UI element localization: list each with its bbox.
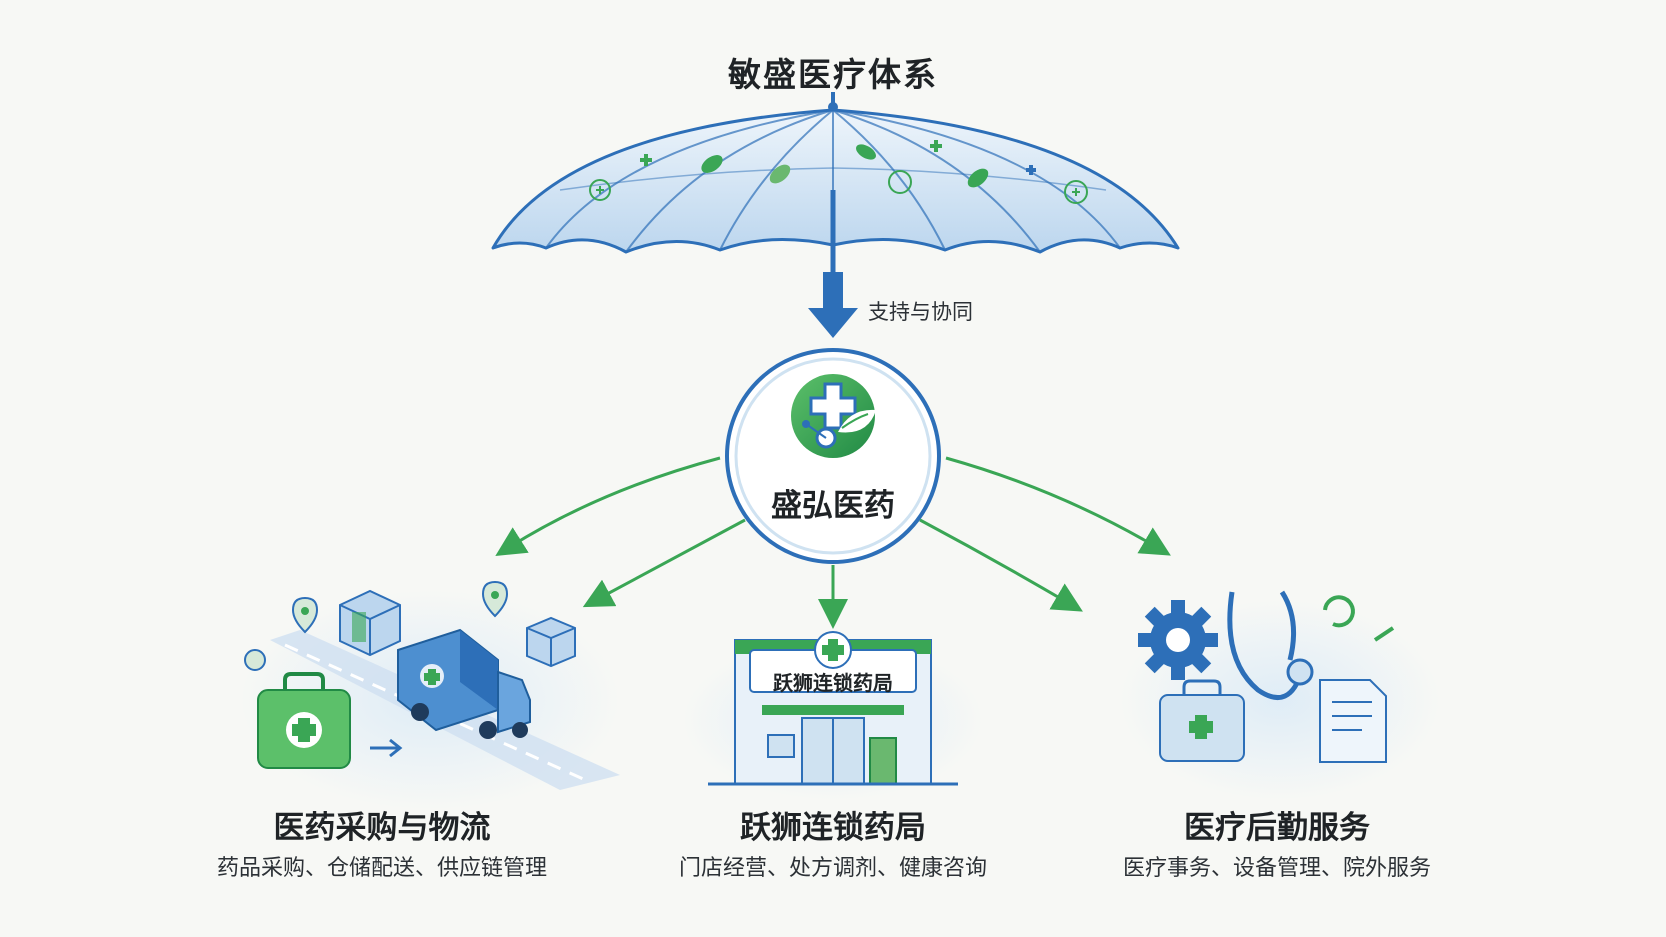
- center-node: [725, 348, 941, 564]
- pharmacy-sign-label: 跃狮连锁药局: [773, 671, 893, 695]
- support-arrow: [808, 272, 858, 338]
- system-title: 敏盛医疗体系: [728, 55, 938, 94]
- branch-title-logistics: 医药采购与物流: [273, 810, 491, 846]
- center-node-label: 盛弘医药: [771, 488, 895, 524]
- pharmacy-storefront-illustration-icon: [683, 631, 983, 800]
- branch-title-services: 医疗后勤服务: [1184, 810, 1370, 846]
- support-label: 支持与协同: [868, 300, 973, 324]
- branch-title-pharmacy: 跃狮连锁药局: [740, 810, 926, 846]
- branch-subtitle-services: 医疗事务、设备管理、院外服务: [1122, 856, 1432, 881]
- medical-services-illustration-icon: [1120, 590, 1440, 800]
- umbrella-icon: [491, 92, 1180, 282]
- branch-subtitle-pharmacy: 门店经营、处方调剂、健康咨询: [678, 856, 988, 881]
- branch-subtitle-logistics: 药品采购、仓储配送、供应链管理: [216, 856, 548, 881]
- medical-cross-leaf-logo-icon: [791, 374, 876, 458]
- logistics-truck-illustration-icon: [240, 580, 620, 810]
- branch-arrows: [495, 456, 1171, 629]
